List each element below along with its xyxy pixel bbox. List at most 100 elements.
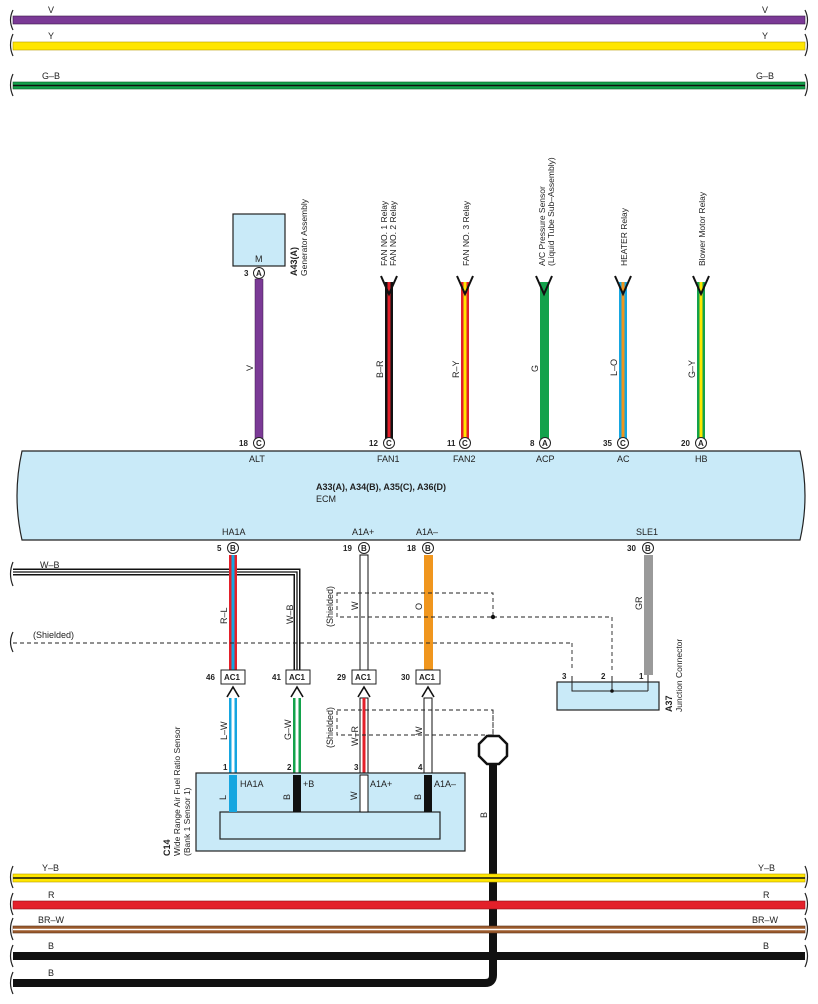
bottom-wire-b-right-label: B [763,941,769,951]
ecm-pin-alt-terminal: ALT [249,454,265,464]
ecm-pin-acp: A 8 ACP [530,437,555,464]
sensor-terminal-plus-b: +B [303,779,314,789]
wire-acp-g: G A/C Pressure Sensor (Liquid Tube Sub–A… [530,157,556,439]
top-wire-y-right-label: Y [762,31,768,41]
wire-side-w-b: W–B [9,560,301,670]
ecm-pin-hb-conn: A [698,439,704,448]
wire-g-w: G–W [283,698,301,796]
wire-hb-label: G–Y [687,360,697,378]
sensor-code: C14 [162,839,172,856]
ecm-pin-sle1-number: 30 [627,544,636,553]
ecm-pin-fan2: C 11 FAN2 [447,437,476,464]
junction-pin-2: 2 [601,672,606,681]
sensor-side-l: L [218,795,228,800]
ground-wire-label: B [479,812,489,818]
shield-upper-label: (Shielded) [325,586,335,627]
wire-gr-label: GR [634,596,644,610]
bottom-wire-r-left-label: R [48,890,55,900]
ecm-name: ECM [316,494,336,504]
wire-gr-sle1: GR [634,555,653,675]
sensor-name-line2: (Bank 1 Sensor 1) [182,787,192,856]
junction-name: Junction Connector [674,639,684,712]
ecm-pin-hb-terminal: HB [695,454,708,464]
wire-o-a1a-minus: O [414,555,433,670]
fan2-target: FAN NO. 3 Relay [461,200,471,266]
top-wire-g-b-right-label: G–B [756,71,774,81]
generator-name: Generator Assembly [299,198,309,276]
wire-hb-g-y: G–Y Blower Motor Relay [687,191,710,439]
ecm-pin-sle1-conn: B [645,544,651,553]
fan1-target-line1: FAN NO. 1 Relay [379,200,389,266]
ac1-41-pin: 41 [272,673,281,682]
ecm-block: A33(A), A34(B), A35(C), A36(D) ECM [16,450,806,541]
ecm-pin-acp-terminal: ACP [536,454,555,464]
wire-alt-label: V [245,365,255,371]
ac1-connector-46: AC1 46 [206,669,246,698]
bottom-wire-b-ground: B [9,968,54,995]
ecm-pin-alt-number: 18 [239,439,248,448]
ecm-pin-hb-number: 20 [681,439,690,448]
acp-target-line2: (Liquid Tube Sub–Assembly) [546,157,556,266]
ecm-pin-sle1-terminal: SLE1 [636,527,658,537]
ecm-pin-a1a-plus: A1A+ B 19 [343,527,374,554]
bottom-wire-b-ground-left-label: B [48,968,54,978]
generator-terminal-label: M [255,254,263,264]
ecm-pin-a1a-plus-number: 19 [343,544,352,553]
bottom-wire-r: R R [9,890,809,916]
sensor-terminal-a1a-minus: A1A– [434,779,456,789]
ecm-pin-ac-number: 35 [603,439,612,448]
sensor-pin-4: 4 [418,763,423,772]
shield-left-label: (Shielded) [33,630,74,640]
wire-alt-v: V [245,278,264,440]
ecm-pin-acp-conn: A [542,439,548,448]
ecm-pin-fan1-number: 12 [369,439,378,448]
ecm-pin-a1a-minus-conn: B [425,544,431,553]
wire-fan2-r-y: R–Y FAN NO. 3 Relay [451,200,474,439]
top-wire-y: Y Y [9,31,809,57]
ecm-pin-ac-terminal: AC [617,454,630,464]
ecm-pin-fan2-number: 11 [447,439,456,448]
shield-lower: (Shielded) [325,707,494,748]
sensor-name-line1: Wide Range Air Fuel Ratio Sensor [172,726,182,856]
ecm-pin-fan2-terminal: FAN2 [453,454,476,464]
ac1-46-pin: 46 [206,673,215,682]
junction-pin-1: 1 [639,672,644,681]
ecm-pin-ha1a-number: 5 [217,544,222,553]
top-wire-y-left-label: Y [48,31,54,41]
top-wire-v: V V [9,5,809,31]
top-wire-v-left-label: V [48,5,54,15]
shield-upper: (Shielded) [325,586,613,670]
ac-target: HEATER Relay [619,207,629,266]
ecm-pin-ha1a-conn: B [230,544,236,553]
wire-w-a1a-plus: W [350,554,369,671]
ecm-pin-fan1-terminal: FAN1 [377,454,400,464]
top-wire-g-b-left-label: G–B [42,71,60,81]
bottom-wire-y-b: Y–B Y–B [9,863,809,889]
ecm-pin-a1a-minus-number: 18 [407,544,416,553]
ac1-30-pin: 30 [401,673,410,682]
shield-lower-label: (Shielded) [325,707,335,748]
wire-w-lower-label: W [414,726,424,735]
ecm-pin-sle1: SLE1 B 30 [627,527,658,554]
wire-ac-label: L–O [609,359,619,376]
bottom-wire-br-w-left-label: BR–W [38,915,65,925]
ecm-pin-alt-conn: C [256,439,262,448]
bottom-wire-y-b-right-label: Y–B [758,863,775,873]
bottom-wire-r-right-label: R [763,890,770,900]
wire-acp-label: G [530,365,540,372]
ecm-pin-ac: C 35 AC [603,437,630,464]
ecm-pin-ha1a-terminal: HA1A [222,527,246,537]
generator-connector-letter: A [256,269,262,278]
fan1-target-line2: FAN NO. 2 Relay [388,200,398,266]
sensor-c14: 1 2 3 4 HA1A +B A1A+ A1A– L B W B C14 Wi… [162,726,466,856]
top-wire-v-right-label: V [762,5,768,15]
ac1-41-name: AC1 [289,673,306,682]
generator-code: A43(A) [289,247,299,276]
wire-fan1-b-r: B–R FAN NO. 1 Relay FAN NO. 2 Relay [375,200,398,439]
sensor-pin-3: 3 [354,763,359,772]
ecm-pin-ha1a: HA1A B 5 [217,527,246,554]
ac1-connector-41: AC1 41 [272,669,311,698]
sensor-terminal-a1a-plus: A1A+ [370,779,392,789]
wire-w-label: W [350,601,360,610]
